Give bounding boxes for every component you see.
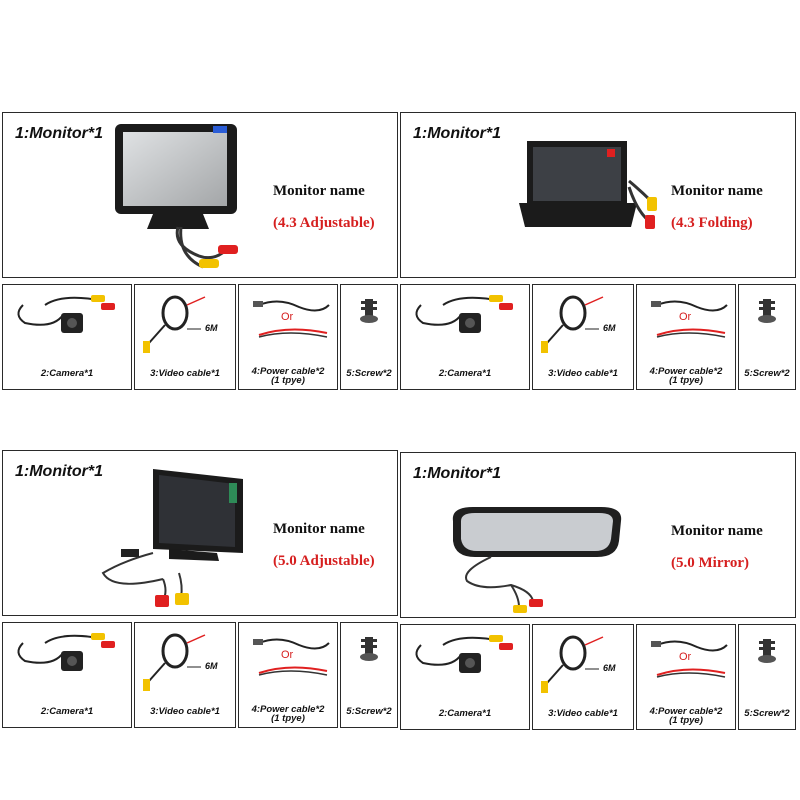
or-label: Or — [679, 311, 692, 323]
power-cable-note: (1 tpye) — [271, 375, 305, 386]
video-cable-image — [143, 295, 206, 353]
screw-caption: 5:Screw*2 — [744, 708, 790, 719]
camera-caption: 2:Camera*1 — [438, 708, 492, 719]
or-label: Or — [281, 649, 294, 661]
camera-caption: 2:Camera*1 — [40, 368, 94, 379]
video-cable-caption: 3:Video cable*1 — [150, 706, 220, 717]
camera-cell: 2:Camera*1 — [2, 622, 132, 728]
kit-panel-5-0-mirror: 1:Monitor*1 Monitor name (5.0 Mirror) — [400, 452, 796, 732]
screw-caption: 5:Screw*2 — [744, 368, 790, 379]
video-cable-caption: 3:Video cable*1 — [548, 368, 618, 379]
camera-image — [17, 295, 115, 333]
video-cable-caption: 3:Video cable*1 — [150, 368, 220, 379]
screw-caption: 5:Screw*2 — [346, 368, 392, 379]
power-cable-image — [253, 638, 330, 676]
monitor-image — [115, 124, 238, 269]
camera-cell: 2:Camera*1 — [400, 624, 530, 730]
power-cable-note: (1 tpye) — [669, 375, 703, 386]
monitor-title: 1:Monitor*1 — [15, 463, 103, 480]
video-cable-caption: 3:Video cable*1 — [548, 708, 618, 719]
accessories-row: 2:Camera*1 6M 3:Video cable*1 Or 4:Pow — [2, 622, 398, 728]
power-cable-caption: 4:Power cable*2 (1 tpye) — [239, 366, 337, 386]
video-length-label: 6M — [205, 323, 218, 333]
monitor-name-label: Monitor name — [273, 183, 365, 199]
screw-image — [360, 637, 378, 661]
monitor-image — [101, 469, 243, 607]
video-cable-image — [541, 635, 604, 693]
power-cable-image — [253, 300, 330, 338]
power-cable-label: 4:Power cable*2 — [649, 706, 723, 717]
video-length-label: 6M — [603, 323, 616, 333]
power-cable-note: (1 tpye) — [669, 715, 703, 726]
video-cable-image — [143, 633, 206, 691]
power-cable-caption: 4:Power cable*2 (1 tpye) — [239, 704, 337, 724]
screw-image — [758, 639, 776, 663]
screw-cell: 5:Screw*2 — [340, 284, 398, 390]
video-cable-cell: 6M 3:Video cable*1 — [134, 622, 236, 728]
monitor-name-label: Monitor name — [671, 523, 763, 539]
power-cable-note: (1 tpye) — [271, 713, 305, 724]
power-cable-cell: Or 4:Power cable*2 (1 tpye) — [636, 284, 736, 390]
monitor-title: 1:Monitor*1 — [413, 465, 501, 482]
monitor-model-label: (4.3 Folding) — [671, 215, 753, 231]
monitor-section: 1:Monitor*1 Monitor name (5.0 Adjustable… — [2, 450, 398, 616]
video-length-label: 6M — [205, 661, 218, 671]
video-cable-cell: 6M 3:Video cable*1 — [532, 284, 634, 390]
power-cable-image — [651, 640, 728, 678]
camera-image — [17, 633, 115, 671]
power-cable-cell: Or 4:Power cable*2 (1 tpye) — [238, 622, 338, 728]
kit-panel-4-3-folding: 1:Monitor*1 Monitor name (4.3 Folding) — [400, 112, 796, 392]
camera-caption: 2:Camera*1 — [438, 368, 492, 379]
video-cable-cell: 6M 3:Video cable*1 — [532, 624, 634, 730]
power-cable-label: 4:Power cable*2 — [251, 366, 325, 377]
power-cable-caption: 4:Power cable*2 (1 tpye) — [637, 706, 735, 726]
power-cable-label: 4:Power cable*2 — [251, 704, 325, 715]
kit-panel-5-0-adjustable: 1:Monitor*1 Monitor name (5.0 Adjustable… — [2, 450, 398, 730]
monitor-name-label: Monitor name — [671, 183, 763, 199]
power-cable-label: 4:Power cable*2 — [649, 366, 723, 377]
accessories-row: 2:Camera*1 6M 3:Video cable*1 Or 4:Pow — [400, 284, 796, 390]
monitor-image — [452, 507, 622, 613]
camera-image — [415, 635, 513, 673]
camera-caption: 2:Camera*1 — [40, 706, 94, 717]
screw-cell: 5:Screw*2 — [738, 284, 796, 390]
monitor-title: 1:Monitor*1 — [413, 125, 501, 142]
kit-panel-4-3-adjustable: 1:Monitor*1 Monitor name (4.3 Adjustable… — [2, 112, 398, 392]
power-cable-caption: 4:Power cable*2 (1 tpye) — [637, 366, 735, 386]
video-length-label: 6M — [603, 663, 616, 673]
monitor-image — [519, 141, 657, 229]
monitor-name-label: Monitor name — [273, 521, 365, 537]
monitor-section: 1:Monitor*1 Monitor name (5.0 Mirror) — [400, 452, 796, 618]
monitor-model-label: (5.0 Adjustable) — [273, 553, 375, 569]
monitor-model-label: (4.3 Adjustable) — [273, 215, 375, 231]
or-label: Or — [281, 311, 294, 323]
screw-caption: 5:Screw*2 — [346, 706, 392, 717]
monitor-section: 1:Monitor*1 Monitor name (4.3 Folding) — [400, 112, 796, 278]
accessories-row: 2:Camera*1 6M 3:Video cable*1 Or 4:Pow — [2, 284, 398, 390]
power-cable-image — [651, 300, 728, 338]
screw-image — [758, 299, 776, 323]
accessories-row: 2:Camera*1 6M 3:Video cable*1 Or 4:Pow — [400, 624, 796, 730]
monitor-title: 1:Monitor*1 — [15, 125, 103, 142]
screw-cell: 5:Screw*2 — [340, 622, 398, 728]
video-cable-cell: 6M 3:Video cable*1 — [134, 284, 236, 390]
camera-cell: 2:Camera*1 — [400, 284, 530, 390]
power-cable-cell: Or 4:Power cable*2 (1 tpye) — [238, 284, 338, 390]
monitor-model-label: (5.0 Mirror) — [671, 555, 750, 571]
screw-image — [360, 299, 378, 323]
camera-cell: 2:Camera*1 — [2, 284, 132, 390]
or-label: Or — [679, 651, 692, 663]
monitor-section: 1:Monitor*1 Monitor name (4.3 Adjustable… — [2, 112, 398, 278]
screw-cell: 5:Screw*2 — [738, 624, 796, 730]
power-cable-cell: Or 4:Power cable*2 (1 tpye) — [636, 624, 736, 730]
video-cable-image — [541, 295, 604, 353]
camera-image — [415, 295, 513, 333]
